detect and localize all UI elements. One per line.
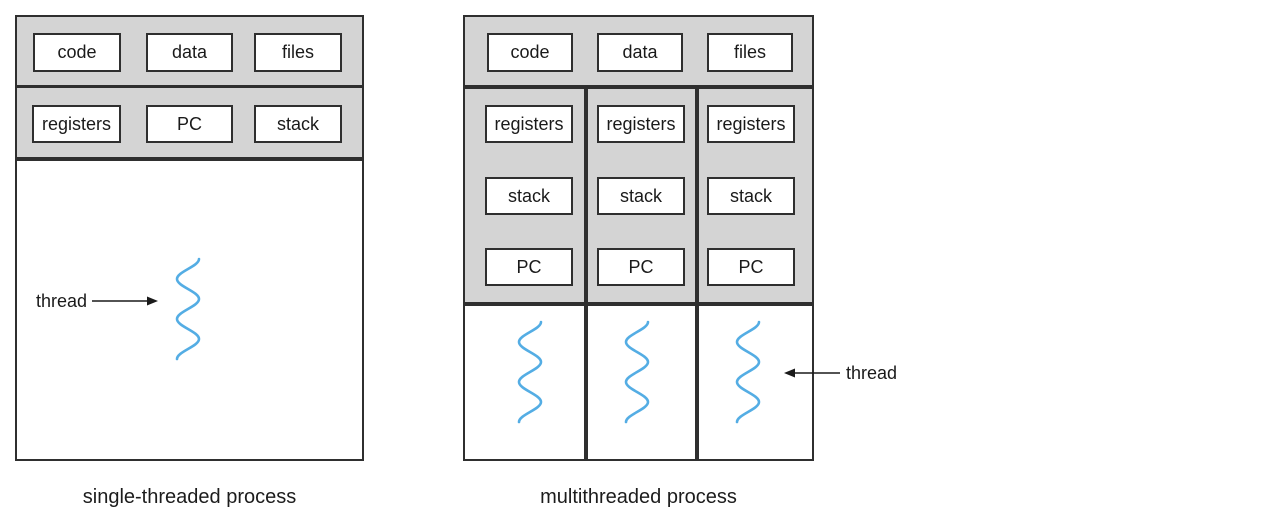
pc-cell: PC (146, 105, 233, 143)
thread-label: thread (846, 363, 898, 383)
registers-cell: registers (485, 105, 573, 143)
stack-cell: stack (254, 105, 342, 143)
stack-cell: stack (707, 177, 795, 215)
data-cell: data (146, 33, 233, 72)
thread-arrow-right-icon (92, 296, 158, 306)
thread1-area (463, 304, 586, 461)
registers-cell: registers (32, 105, 121, 143)
stack-cell: stack (597, 177, 685, 215)
thread-squiggle-icon (735, 320, 761, 424)
thread-arrow-left-icon (784, 368, 840, 378)
single-threaded-caption: single-threaded process (82, 486, 297, 508)
registers-cell: registers (707, 105, 795, 143)
pc-cell: PC (597, 248, 685, 286)
thread-label: thread (36, 291, 88, 311)
code-cell: code (33, 33, 121, 72)
files-cell: files (707, 33, 793, 72)
thread-area (15, 159, 364, 461)
thread-squiggle-icon (624, 320, 650, 424)
multithreaded-caption: multithreaded process (540, 486, 737, 508)
data-cell: data (597, 33, 683, 72)
thread-squiggle-icon (175, 257, 201, 361)
pc-cell: PC (485, 248, 573, 286)
thread3-area (697, 304, 814, 461)
registers-cell: registers (597, 105, 685, 143)
thread-squiggle-icon (517, 320, 543, 424)
code-cell: code (487, 33, 573, 72)
files-cell: files (254, 33, 342, 72)
stack-cell: stack (485, 177, 573, 215)
pc-cell: PC (707, 248, 795, 286)
